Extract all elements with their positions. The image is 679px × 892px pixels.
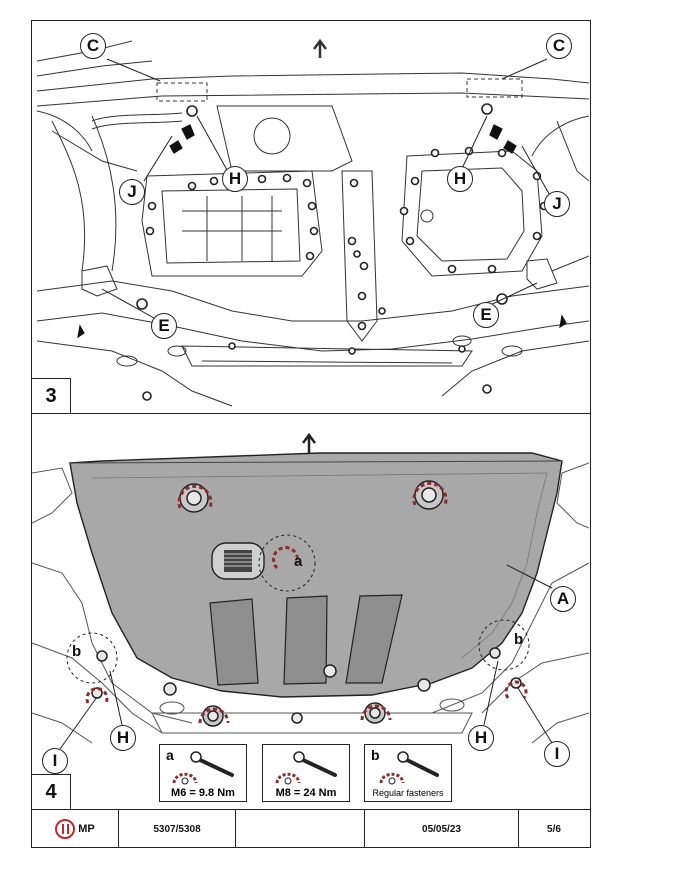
detail-letter-b-left: b bbox=[72, 643, 82, 660]
torque-letter: b bbox=[371, 747, 380, 763]
torque-box-m8: M8 = 24 Nm bbox=[262, 744, 350, 802]
callout-j-left: J bbox=[119, 179, 145, 205]
footer-bar: MP 5307/5308 05/05/23 5/6 bbox=[32, 809, 590, 848]
callout-c-right: C bbox=[546, 33, 572, 59]
footer-page: 5/6 bbox=[547, 823, 561, 835]
footer-blank bbox=[236, 810, 365, 848]
callout-a: A bbox=[550, 586, 576, 612]
callout-i-right: I bbox=[544, 741, 570, 767]
torque-letter: a bbox=[166, 747, 174, 763]
callout-h-right: H bbox=[468, 725, 494, 751]
detail-letter-a: a bbox=[294, 553, 303, 570]
callout-c-left: C bbox=[80, 33, 106, 59]
torque-value-m6: M6 = 9.8 Nm bbox=[171, 787, 235, 799]
wrench-icon bbox=[379, 751, 439, 785]
instruction-sheet: C C H H J J E E 3 bbox=[31, 20, 591, 848]
detail-letter-b-right: b bbox=[514, 631, 524, 648]
step-number-3: 3 bbox=[32, 378, 71, 413]
footer-date: 05/05/23 bbox=[365, 810, 519, 848]
torque-value-regular: Regular fasteners bbox=[372, 788, 444, 798]
logo-icon bbox=[55, 819, 76, 839]
torque-box-m6: a M6 = 9.8 Nm bbox=[159, 744, 247, 802]
step-number-4: 4 bbox=[32, 774, 71, 809]
brand-logo: MP bbox=[55, 819, 95, 839]
footer-logo-cell: MP bbox=[32, 810, 119, 848]
torque-value-m8: M8 = 24 Nm bbox=[275, 787, 337, 799]
protection-plate bbox=[69, 452, 563, 698]
step-4-drawing bbox=[32, 432, 589, 750]
logo-text: MP bbox=[78, 823, 95, 835]
wrench-icon bbox=[172, 751, 234, 785]
torque-box-regular: b Regular fasteners bbox=[364, 744, 452, 802]
callout-h-left: H bbox=[222, 166, 248, 192]
callout-h-right: H bbox=[447, 166, 473, 192]
wrench-icon bbox=[275, 751, 337, 785]
step-3-panel: C C H H J J E E 3 bbox=[32, 21, 590, 414]
callout-e-right: E bbox=[473, 302, 499, 328]
step-3-drawing bbox=[36, 38, 589, 407]
callout-i-left: I bbox=[42, 748, 68, 774]
step-4-panel: A H H I I a b b a M6 = 9.8 Nm bbox=[32, 413, 590, 809]
callout-h-left: H bbox=[110, 725, 136, 751]
callout-j-right: J bbox=[544, 191, 570, 217]
footer-part-number: 5307/5308 bbox=[119, 810, 236, 848]
callout-e-left: E bbox=[151, 313, 177, 339]
